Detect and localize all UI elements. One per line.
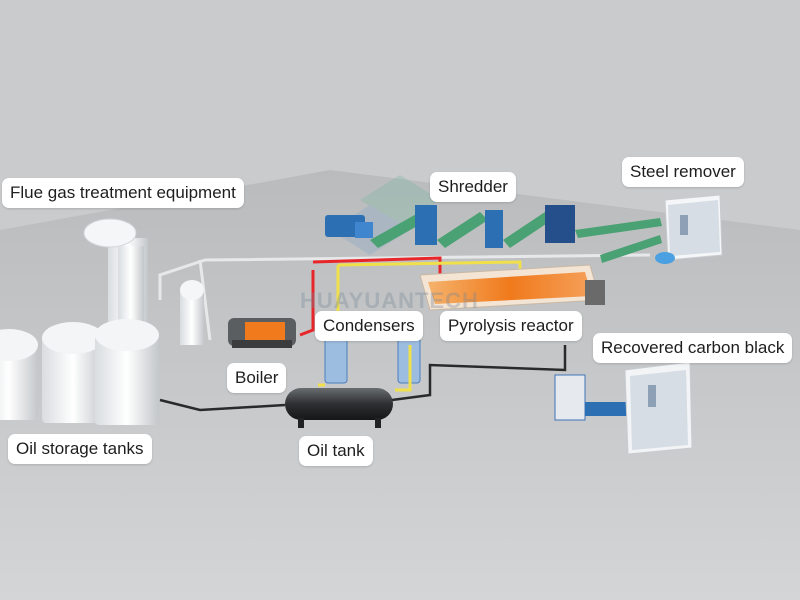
carbon-black-area [554, 361, 693, 455]
boiler [228, 318, 296, 348]
oil-tank [285, 388, 393, 428]
label-flue-gas-treatment: Flue gas treatment equipment [2, 178, 244, 208]
label-oil-tank: Oil tank [299, 436, 373, 466]
label-oil-storage-tanks: Oil storage tanks [8, 434, 152, 464]
label-pyrolysis-reactor: Pyrolysis reactor [440, 311, 582, 341]
shredder-line [325, 205, 662, 263]
steel-remover-building [655, 194, 723, 264]
oil-lines [159, 345, 567, 412]
label-condensers: Condensers [315, 311, 423, 341]
floor-plane [0, 170, 800, 600]
pyrolysis-reactor [419, 264, 605, 311]
label-steel-remover: Steel remover [622, 157, 744, 187]
condensers [324, 334, 421, 384]
label-shredder: Shredder [430, 172, 516, 202]
watermark-text: HUAYUANTECH [300, 288, 479, 313]
label-recovered-carbon-black: Recovered carbon black [593, 333, 793, 363]
label-boiler: Boiler [227, 363, 287, 393]
oil-storage-tanks [0, 319, 159, 425]
